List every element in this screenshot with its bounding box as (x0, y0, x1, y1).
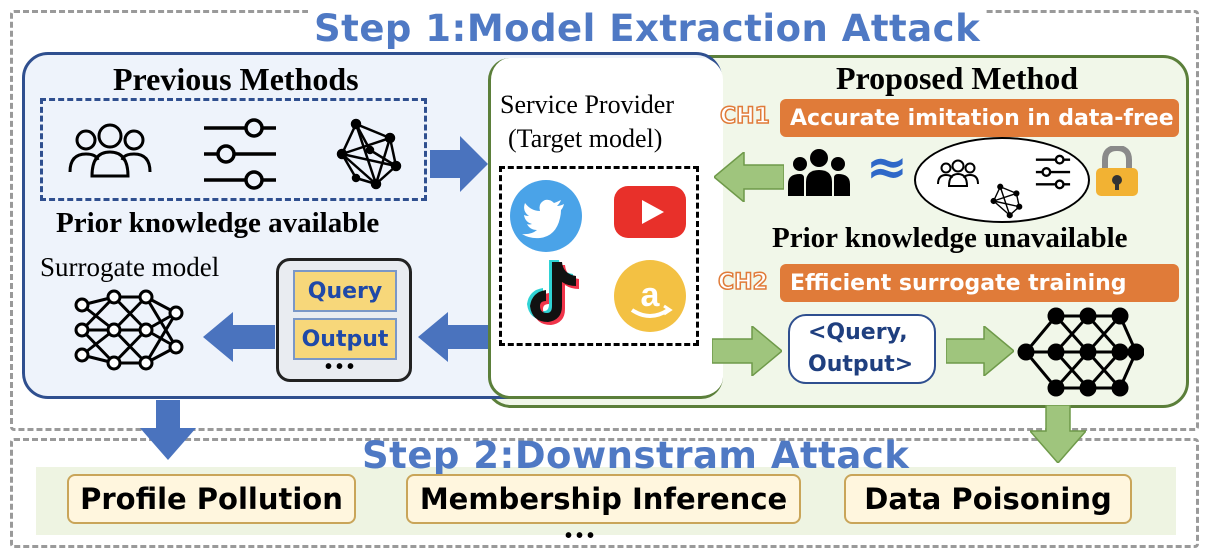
previous-methods-title: Previous Methods (113, 61, 359, 97)
small-sliders-icon (1034, 153, 1072, 196)
arrow-to-target (712, 150, 785, 207)
arrow-provider-to-card (418, 312, 488, 367)
platforms-box (499, 166, 699, 346)
lock-icon (1093, 144, 1141, 203)
downstream-ellipsis: ••• (565, 525, 599, 547)
people-icon (788, 148, 850, 201)
arrow-provider-to-pair (711, 324, 784, 381)
arrow-down-left (140, 400, 196, 465)
surrogate-model-label: Surrogate model (40, 252, 220, 282)
youtube-icon (614, 186, 686, 243)
query-chip: Query (293, 270, 397, 312)
prior-knowledge-available: Prior knowledge available (56, 207, 380, 239)
card-ellipsis: ••• (325, 356, 359, 378)
ch1-bar: Accurate imitation in data-free (780, 99, 1179, 137)
sliders-icon (200, 114, 280, 199)
twitter-icon (510, 180, 582, 257)
ch2-bar: Efficient surrogate training (780, 264, 1179, 302)
pair-line2: Output> (808, 352, 914, 377)
target-model-title: (Target model) (508, 124, 663, 153)
ch1-tag: CH1 (719, 103, 770, 130)
arrow-card-to-surrogate (203, 312, 275, 367)
svg-text:a: a (641, 276, 661, 314)
arrow-down-right (1028, 404, 1088, 468)
prior-knowledge-box (40, 98, 427, 201)
amazon-icon: a (614, 260, 686, 337)
tiktok-icon (518, 258, 580, 335)
prior-knowledge-unavailable: Prior knowledge unavailable (772, 222, 1128, 254)
pair-line1: <Query, (808, 320, 908, 345)
arrow-to-provider (430, 136, 488, 197)
membership-inference-box: Membership Inference (406, 474, 801, 524)
data-poisoning-box: Data Poisoning (844, 474, 1132, 524)
neural-network-icon (70, 285, 190, 385)
small-users-icon (935, 158, 981, 193)
profile-pollution-box: Profile Pollution (67, 474, 356, 524)
step2-frame (10, 438, 1199, 548)
arrow-pair-to-network (945, 324, 1016, 381)
proposed-method-title: Proposed Method (836, 60, 1079, 96)
approx-sign: ≈ (866, 138, 908, 196)
query-output-pair (788, 314, 936, 384)
small-graph-icon (986, 182, 1024, 225)
users-icon (64, 120, 156, 185)
trained-network-icon (1016, 306, 1145, 403)
step2-title: Step 2:Downstram Attack (362, 434, 910, 477)
service-provider-title: Service Provider (500, 90, 675, 119)
ch2-tag: CH2 (717, 269, 768, 296)
step1-title: Step 1:Model Extraction Attack (308, 7, 987, 50)
output-chip: Output (293, 318, 397, 360)
graph-icon (326, 114, 406, 199)
